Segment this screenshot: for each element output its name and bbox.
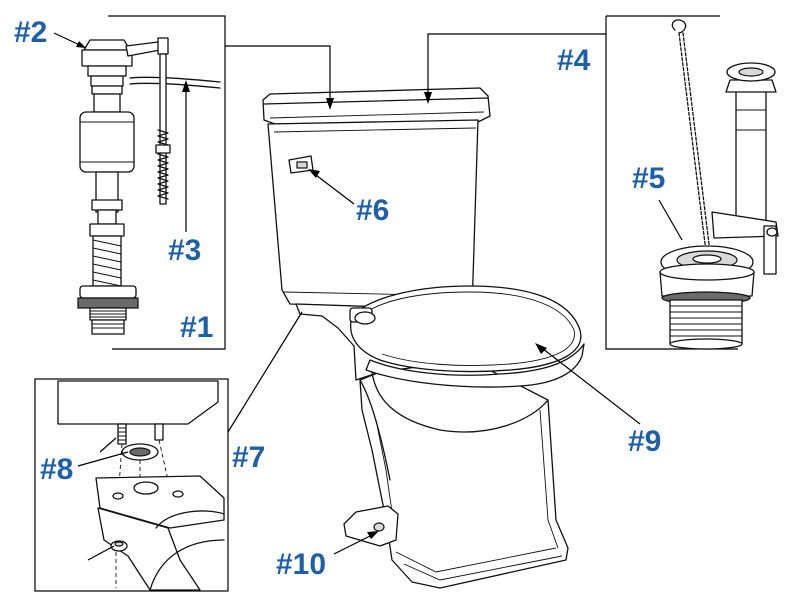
label-part-1: #1 [180,311,214,344]
leader-lines [53,32,683,561]
fill-valve-inset-frame [108,15,226,350]
flush-valve [659,19,779,350]
label-part-4: #4 [557,44,591,77]
label-part-3: #3 [168,234,202,267]
toilet [262,87,585,589]
tank-bolt-inset-frame [34,378,229,592]
tank-bolt-inset [57,380,225,591]
fill-valve [77,37,221,335]
label-part-9: #9 [628,425,662,458]
label-part-8: #8 [40,453,74,486]
label-part-7: #7 [232,441,266,474]
label-part-10: #10 [276,548,327,581]
label-part-5: #5 [632,162,666,195]
label-part-6: #6 [356,194,390,227]
label-part-2: #2 [14,16,48,49]
